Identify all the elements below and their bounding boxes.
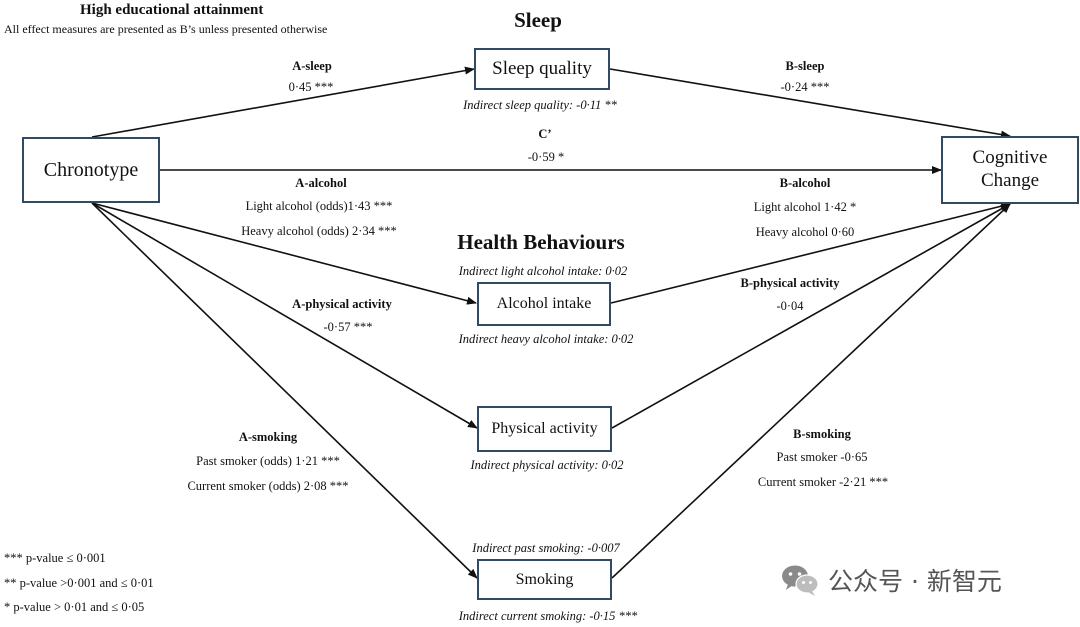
node-smoking-label: Smoking [515, 570, 574, 588]
path-value-a-past-smoker: Past smoker (odds) 1·21 *** [196, 454, 340, 468]
path-label-b-physical-activity: B-physical activity [740, 276, 840, 290]
node-cognitive-change: Cognitive Change [941, 136, 1079, 204]
arrow-a-smoking [91, 202, 478, 579]
wechat-icon [782, 565, 819, 596]
path-label-c-prime: C’ [538, 127, 552, 141]
path-label-a-smoking: A-smoking [238, 430, 298, 444]
path-value-a-heavy-alcohol: Heavy alcohol (odds) 2·34 *** [241, 224, 397, 238]
arrow-a-alcohol [91, 202, 477, 305]
path-value-b-physical-activity: -0·04 [776, 299, 804, 313]
path-value-b-current-smoker: Current smoker -2·21 *** [757, 475, 889, 489]
indirect-sleep-quality: Indirect sleep quality: -0·11 ** [463, 98, 617, 112]
node-sleep-quality-label: Sleep quality [492, 57, 592, 79]
arrow-b-alcohol [610, 202, 1011, 304]
path-value-a-physical-activity: -0·57 *** [323, 320, 373, 334]
indirect-physical-activity: Indirect physical activity: 0·02 [470, 458, 624, 472]
path-label-a-alcohol: A-alcohol [295, 176, 347, 190]
path-label-a-sleep: A-sleep [292, 59, 332, 73]
arrow-b-physical [611, 203, 1011, 429]
node-alcohol-intake-label: Alcohol intake [496, 295, 592, 313]
path-value-a-sleep: 0·45 *** [288, 80, 334, 94]
path-value-b-light-alcohol: Light alcohol 1·42 * [753, 200, 857, 214]
legend-one-star: * p-value > 0·01 and ≤ 0·05 [4, 600, 145, 614]
arrow-b-smoking [611, 203, 1011, 579]
path-value-b-sleep: -0·24 *** [780, 80, 830, 94]
arrow-a-sleep [91, 66, 475, 138]
path-value-b-heavy-alcohol: Heavy alcohol 0·60 [755, 225, 855, 239]
indirect-current-smoking: Indirect current smoking: -0·15 *** [458, 609, 638, 623]
path-value-b-past-smoker: Past smoker -0·65 [776, 450, 868, 464]
path-label-b-smoking: B-smoking [793, 427, 851, 441]
arrow-a-physical [91, 202, 478, 429]
node-physical-activity-label: Physical activity [491, 420, 598, 438]
section-title-sleep: Sleep [514, 8, 562, 32]
diagram-title: High educational attainment [80, 2, 264, 18]
watermark: 公众号 · 新智元 [780, 562, 1002, 598]
diagram-subtitle: All effect measures are presented as B’s… [4, 22, 328, 36]
node-chronotype-label: Chronotype [43, 159, 139, 181]
node-smoking: Smoking [477, 559, 612, 600]
path-value-a-light-alcohol: Light alcohol (odds)1·43 *** [245, 199, 393, 213]
watermark-text: 公众号 · 新智元 [828, 567, 1002, 596]
indirect-heavy-alcohol: Indirect heavy alcohol intake: 0·02 [458, 332, 634, 346]
path-label-a-physical-activity: A-physical activity [292, 297, 392, 311]
node-cognitive-change-label: Cognitive Change [972, 147, 1048, 191]
node-chronotype: Chronotype [22, 137, 160, 203]
node-sleep-quality: Sleep quality [474, 48, 610, 90]
path-value-a-current-smoker: Current smoker (odds) 2·08 *** [187, 479, 349, 493]
legend-three-stars: *** p-value ≤ 0·001 [4, 551, 106, 565]
path-value-c-prime: -0·59 * [527, 150, 565, 164]
node-physical-activity: Physical activity [477, 406, 612, 452]
legend-two-stars: ** p-value >0·001 and ≤ 0·01 [4, 576, 154, 590]
indirect-light-alcohol: Indirect light alcohol intake: 0·02 [458, 264, 628, 278]
indirect-past-smoking: Indirect past smoking: -0·007 [472, 541, 620, 555]
node-alcohol-intake: Alcohol intake [477, 282, 611, 326]
path-label-b-sleep: B-sleep [785, 59, 825, 73]
path-label-b-alcohol: B-alcohol [779, 176, 831, 190]
arrow-b-sleep [609, 68, 1011, 139]
section-title-health-behaviours: Health Behaviours [457, 230, 625, 254]
